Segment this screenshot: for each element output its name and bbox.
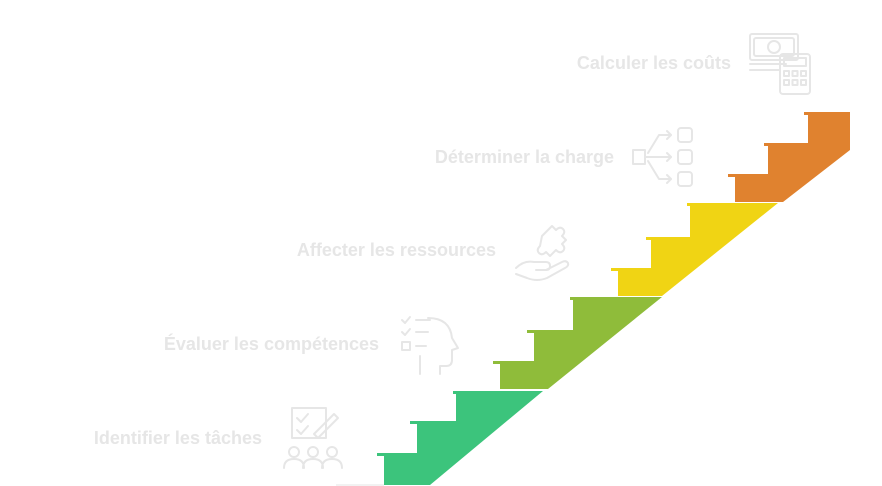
step-label-evaluer-les-competences: Évaluer les compétences: [163, 334, 379, 354]
head-checklist-icon: [401, 316, 459, 375]
stair-segment-orange: [728, 112, 850, 202]
step-label-determiner-la-charge: Déterminer la charge: [434, 147, 614, 167]
money-calculator-icon: [749, 33, 811, 95]
team-checklist-icon: [283, 407, 343, 469]
step-label-calculer-les-couts: Calculer les coûts: [576, 53, 731, 73]
hand-puzzle-icon: [515, 225, 570, 281]
distribution-icon: [632, 127, 693, 187]
stair-segment-yellow: [611, 203, 778, 296]
stair-segment-green: [377, 391, 543, 485]
step-label-affecter-les-ressources: Affecter les ressources: [296, 240, 496, 260]
stair-segment-olive: [493, 297, 662, 389]
step-label-identifier-les-taches: Identifier les tâches: [93, 428, 262, 448]
